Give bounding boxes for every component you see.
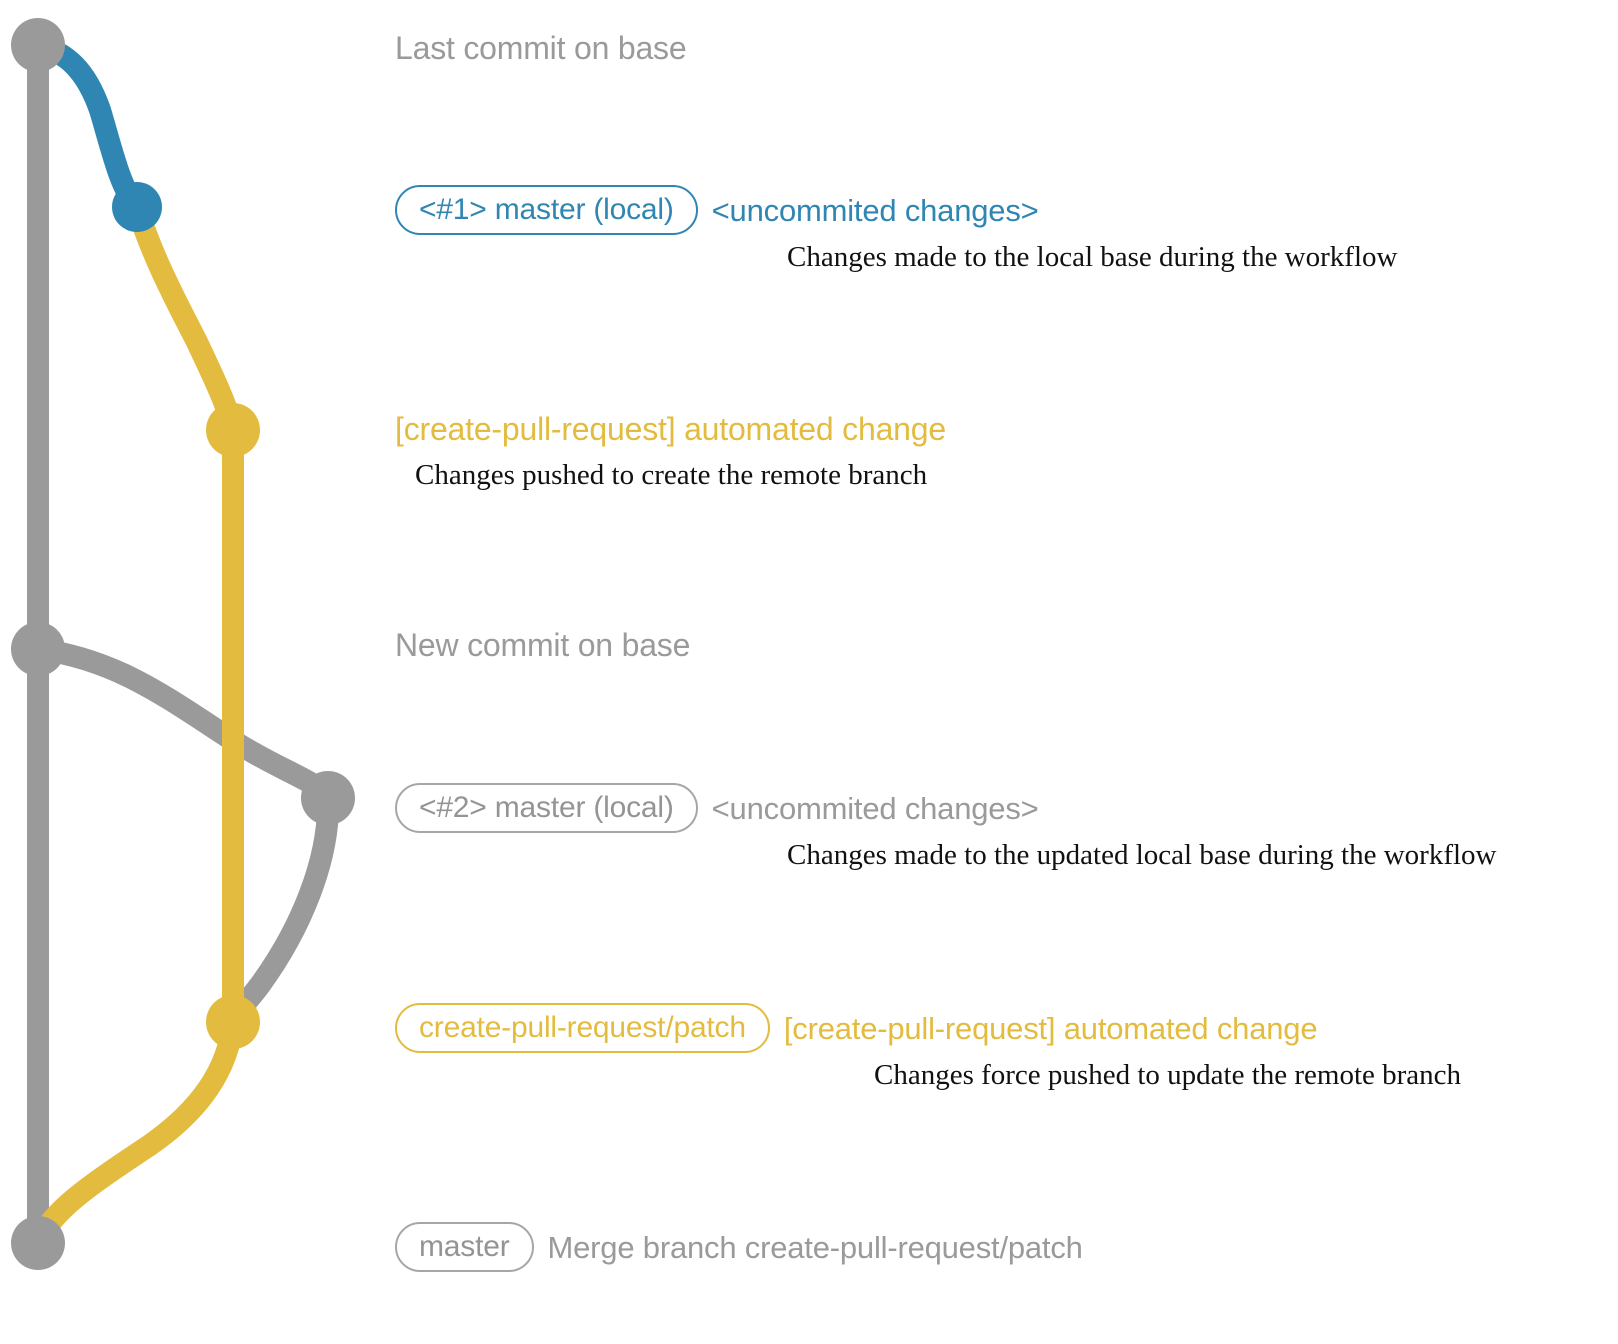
commit-subject-last-commit: Last commit on base	[395, 30, 687, 66]
commit-dot-patch-1[interactable]	[206, 403, 260, 457]
row-new-commit-on-base: New commit on base	[395, 629, 690, 661]
edge-patch2-to-master	[27, 1011, 244, 1254]
note-patch-commit: Changes force pushed to update the remot…	[874, 1059, 1462, 1091]
branch-pill-master-local-1[interactable]: <#1> master (local)	[395, 185, 698, 235]
commit-subject-automated-change-1: [create-pull-request] automated change	[395, 411, 946, 447]
row-last-commit: Last commit on base	[395, 30, 687, 66]
branch-pill-master-local-2[interactable]: <#2> master (local)	[395, 783, 698, 833]
commit-dot-patch-2[interactable]	[206, 995, 260, 1049]
commit-subject-automated-change-2: [create-pull-request] automated change	[783, 1010, 1318, 1046]
row-master-merge: master Merge branch create-pull-request/…	[395, 1222, 1083, 1272]
note-automated-change-1: Changes pushed to create the remote bran…	[415, 459, 928, 491]
row-local-commit-2: <#2> master (local) <uncommited changes>	[395, 783, 1039, 833]
commit-subject-new-commit: New commit on base	[395, 627, 691, 663]
note-local-commit-1: Changes made to the local base during th…	[787, 241, 1398, 273]
row-local-commit-1: <#1> master (local) <uncommited changes>	[395, 185, 1039, 235]
note-local-commit-2: Changes made to the updated local base d…	[787, 839, 1497, 871]
commit-dot-local-1[interactable]	[112, 182, 162, 232]
commit-dot-base-new[interactable]	[11, 622, 65, 676]
row-automated-change-1: [create-pull-request] automated change	[395, 413, 946, 445]
commit-dot-local-2[interactable]	[301, 771, 355, 825]
commit-subject-merge-branch: Merge branch create-pull-request/patch	[547, 1229, 1083, 1265]
git-graph	[11, 18, 355, 1270]
branch-pill-master[interactable]: master	[395, 1222, 534, 1272]
commit-subject-uncommited-changes-1: <uncommited changes>	[711, 192, 1039, 228]
row-patch-commit: create-pull-request/patch [create-pull-r…	[395, 1003, 1318, 1053]
commit-dot-base-merge[interactable]	[11, 1216, 65, 1270]
commit-subject-uncommited-changes-2: <uncommited changes>	[711, 790, 1039, 826]
branch-pill-create-pull-request-patch[interactable]: create-pull-request/patch	[395, 1003, 770, 1053]
commit-dot-base-top[interactable]	[11, 18, 65, 72]
